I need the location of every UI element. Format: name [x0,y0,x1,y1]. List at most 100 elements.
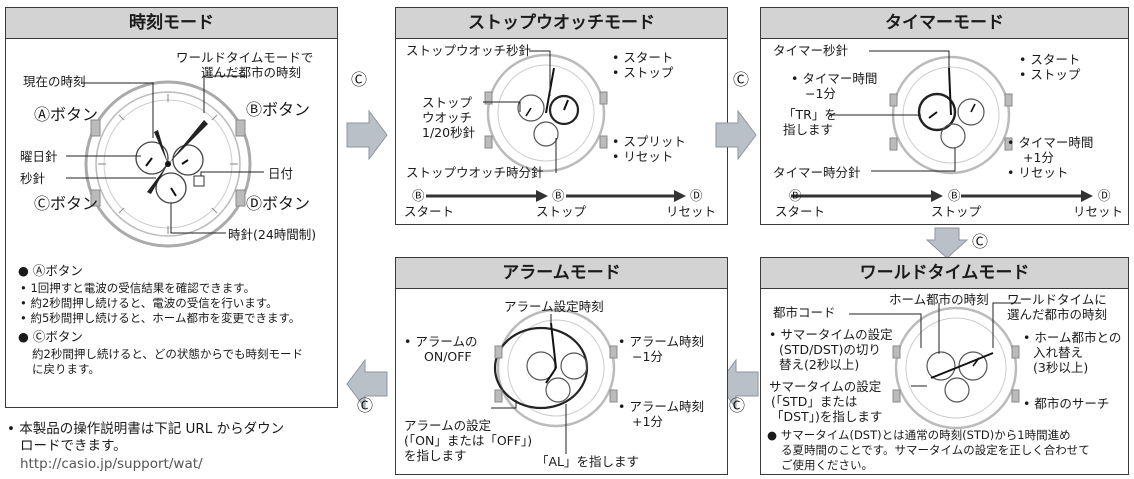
arrow-c-label-2: Ⓒ [733,70,750,89]
arrow-c-label-5: Ⓒ [357,396,374,415]
label-start: • スタート [1019,52,1081,67]
label-button-a: Ⓐボタン [34,105,99,124]
note-dst-3: ご使用ください。 [781,458,873,472]
label-swap-c: (3秒以上) [1033,360,1089,375]
watch-face-stopwatch [426,50,686,202]
label-al: 「AL」を指します [536,454,640,469]
label-plus1-b: +1分 [1023,150,1054,165]
label-current-time: 現在の時刻 [23,74,86,89]
label-swap-b: 入れ替え [1033,345,1084,360]
note-dst-1: ● サマータイム(DST)とは通常の時刻(STD)から1時間進め [767,428,1071,442]
note-a-item-3: • 約5秒間押し続けると、ホーム都市を変更できます。 [20,311,301,325]
label-swap-a: • ホーム都市との [1023,330,1122,345]
label-home-time: ホーム都市の時刻 [889,292,989,307]
arrow-right-icon [346,109,388,161]
note-a-title: ● Ⓐボタン [18,263,83,278]
seq-label-1: スタート [404,204,455,219]
panel-title: タイマーモード [761,8,1128,39]
seq-button-1: Ⓑ [412,188,425,203]
arrow-c-label-1: Ⓒ [351,70,368,89]
label-dstset-b: (「STD」または [771,394,858,409]
arrow-right-icon [715,109,757,161]
watch-face-timer [791,50,1093,202]
arrow-left-icon [346,358,388,410]
note-c-text-2: に戻ります。 [32,362,100,376]
arrow-c-label-3: Ⓒ [972,232,989,251]
label-set-c: を指します [404,448,467,463]
watch-face-alarm [491,308,618,454]
label-wt-sel-b: 選んだ都市の時刻 [1007,307,1108,322]
label-reset: • リセット [612,149,674,164]
panel-title: 時刻モード [6,8,337,39]
label-button-c: Ⓒボタン [34,194,99,213]
seq-label-2: ストップ [931,204,982,219]
label-date: 日付 [268,166,294,181]
label-start: • スタート [612,50,674,65]
label-dst-a: • サマータイムの設定 [769,327,893,342]
panel-stopwatch-mode: ストップウオッチモード ストップウオッチ秒針 • スタート • ストップ ストッ… [395,7,728,225]
label-sw-second: ストップウオッチ秒針 [406,43,532,58]
label-minus1-a: • タイマー時間 [791,71,878,86]
seq-button-3: Ⓓ [1098,188,1111,203]
label-sw-1-20-b: ウオッチ [422,110,473,125]
label-plus-b: +1分 [632,414,663,429]
label-dstset-a: サマータイムの設定 [769,379,882,394]
seq-button-2: Ⓑ [948,188,961,203]
seq-button-2: Ⓑ [552,188,565,203]
label-alarm-time: アラーム設定時刻 [504,299,604,314]
label-onoff-a: • アラームの [404,334,478,349]
seq-label-2: ストップ [536,204,587,219]
label-minus-b: −1分 [632,349,663,364]
note-a-item-1: • 1回押すと電波の受信結果を確認できます。 [20,281,256,295]
footer-line-1: • 本製品の操作説明書は下記 URL からダウン [7,421,285,437]
label-set-b: (「ON」または「OFF」) [404,433,533,448]
panel-timer-mode: タイマーモード タイマー秒針 • スタート • ストップ • タイマー時間 −1… [760,7,1129,225]
panel-title: アラームモード [396,258,727,289]
label-minus1-b: −1分 [805,86,836,101]
label-city-code: 都市コード [773,305,836,320]
note-a-item-2: • 約2秒間押し続けると、電波の受信を行います。 [20,296,278,310]
label-plus-a: • アラーム時刻 [618,399,704,414]
panel-title: ストップウオッチモード [396,8,727,39]
label-set-a: アラームの設定 [404,418,492,433]
label-wt-sel-a: ワールドタイムに [1007,292,1107,307]
label-plus1-a: • タイマー時間 [1007,135,1094,150]
panel-alarm-mode: アラームモード アラーム設定時刻 • アラームの ON/OFF • アラーム時刻… [395,257,728,475]
label-sw-1-20-c: 1/20秒針 [422,125,476,140]
watch-face-time [66,75,264,248]
label-second-hand: 秒針 [20,171,46,186]
seq-button-3: Ⓓ [690,188,703,203]
footer-url[interactable]: http://casio.jp/support/wat/ [20,456,203,472]
panel-title: ワールドタイムモード [761,258,1128,289]
label-worldtime-city: ワールドタイムモードで [176,50,314,65]
panel-time-mode: 時刻モード [5,7,338,408]
label-city-search: • 都市のサーチ [1023,396,1110,411]
label-minus-a: • アラーム時刻 [618,334,704,349]
label-button-b: Ⓑボタン [246,100,311,119]
seq-label-1: スタート [775,204,826,219]
label-tr-a: 「TR」を [783,107,837,122]
note-c-text-1: 約2秒間押し続けると、どの状態からでも時刻モード [32,347,304,361]
label-dstset-c: 「DST」)を指します [771,409,883,424]
seq-label-3: リセット [666,204,717,219]
label-hour-hand-24: 時針(24時間制) [228,227,317,242]
label-sw-1-20-a: ストップ [422,95,473,110]
label-dst-c: 替え(2秒以上) [779,357,860,372]
label-split: • スプリット [612,134,686,149]
label-tr-b: 指します [783,122,834,137]
seq-button-1: Ⓑ [789,188,802,203]
label-button-d: Ⓓボタン [246,194,311,213]
arrow-down-icon [925,227,969,259]
label-day-hand: 曜日針 [20,149,58,164]
arrow-c-label-4: Ⓒ [729,396,746,415]
label-timer-hour-min: タイマー時分針 [773,165,861,180]
label-dst-b: (STD/DST)の切り [779,342,881,357]
note-c-title: ● Ⓒボタン [18,329,83,344]
label-worldtime-city-2: 選んだ都市の時刻 [201,65,302,80]
seq-label-3: リセット [1073,204,1124,219]
panel-worldtime-mode: ワールドタイムモード 都市コード ホーム都市の時刻 ワールドタイムに 選んだ都市… [760,257,1129,475]
footer-line-2: ロードできます。 [20,438,127,454]
note-dst-2: る夏時間のことです。サマータイムの設定を正しく合わせて [781,443,1090,457]
label-reset: • リセット [1007,165,1069,180]
watch-face-worldtime [849,302,1021,430]
